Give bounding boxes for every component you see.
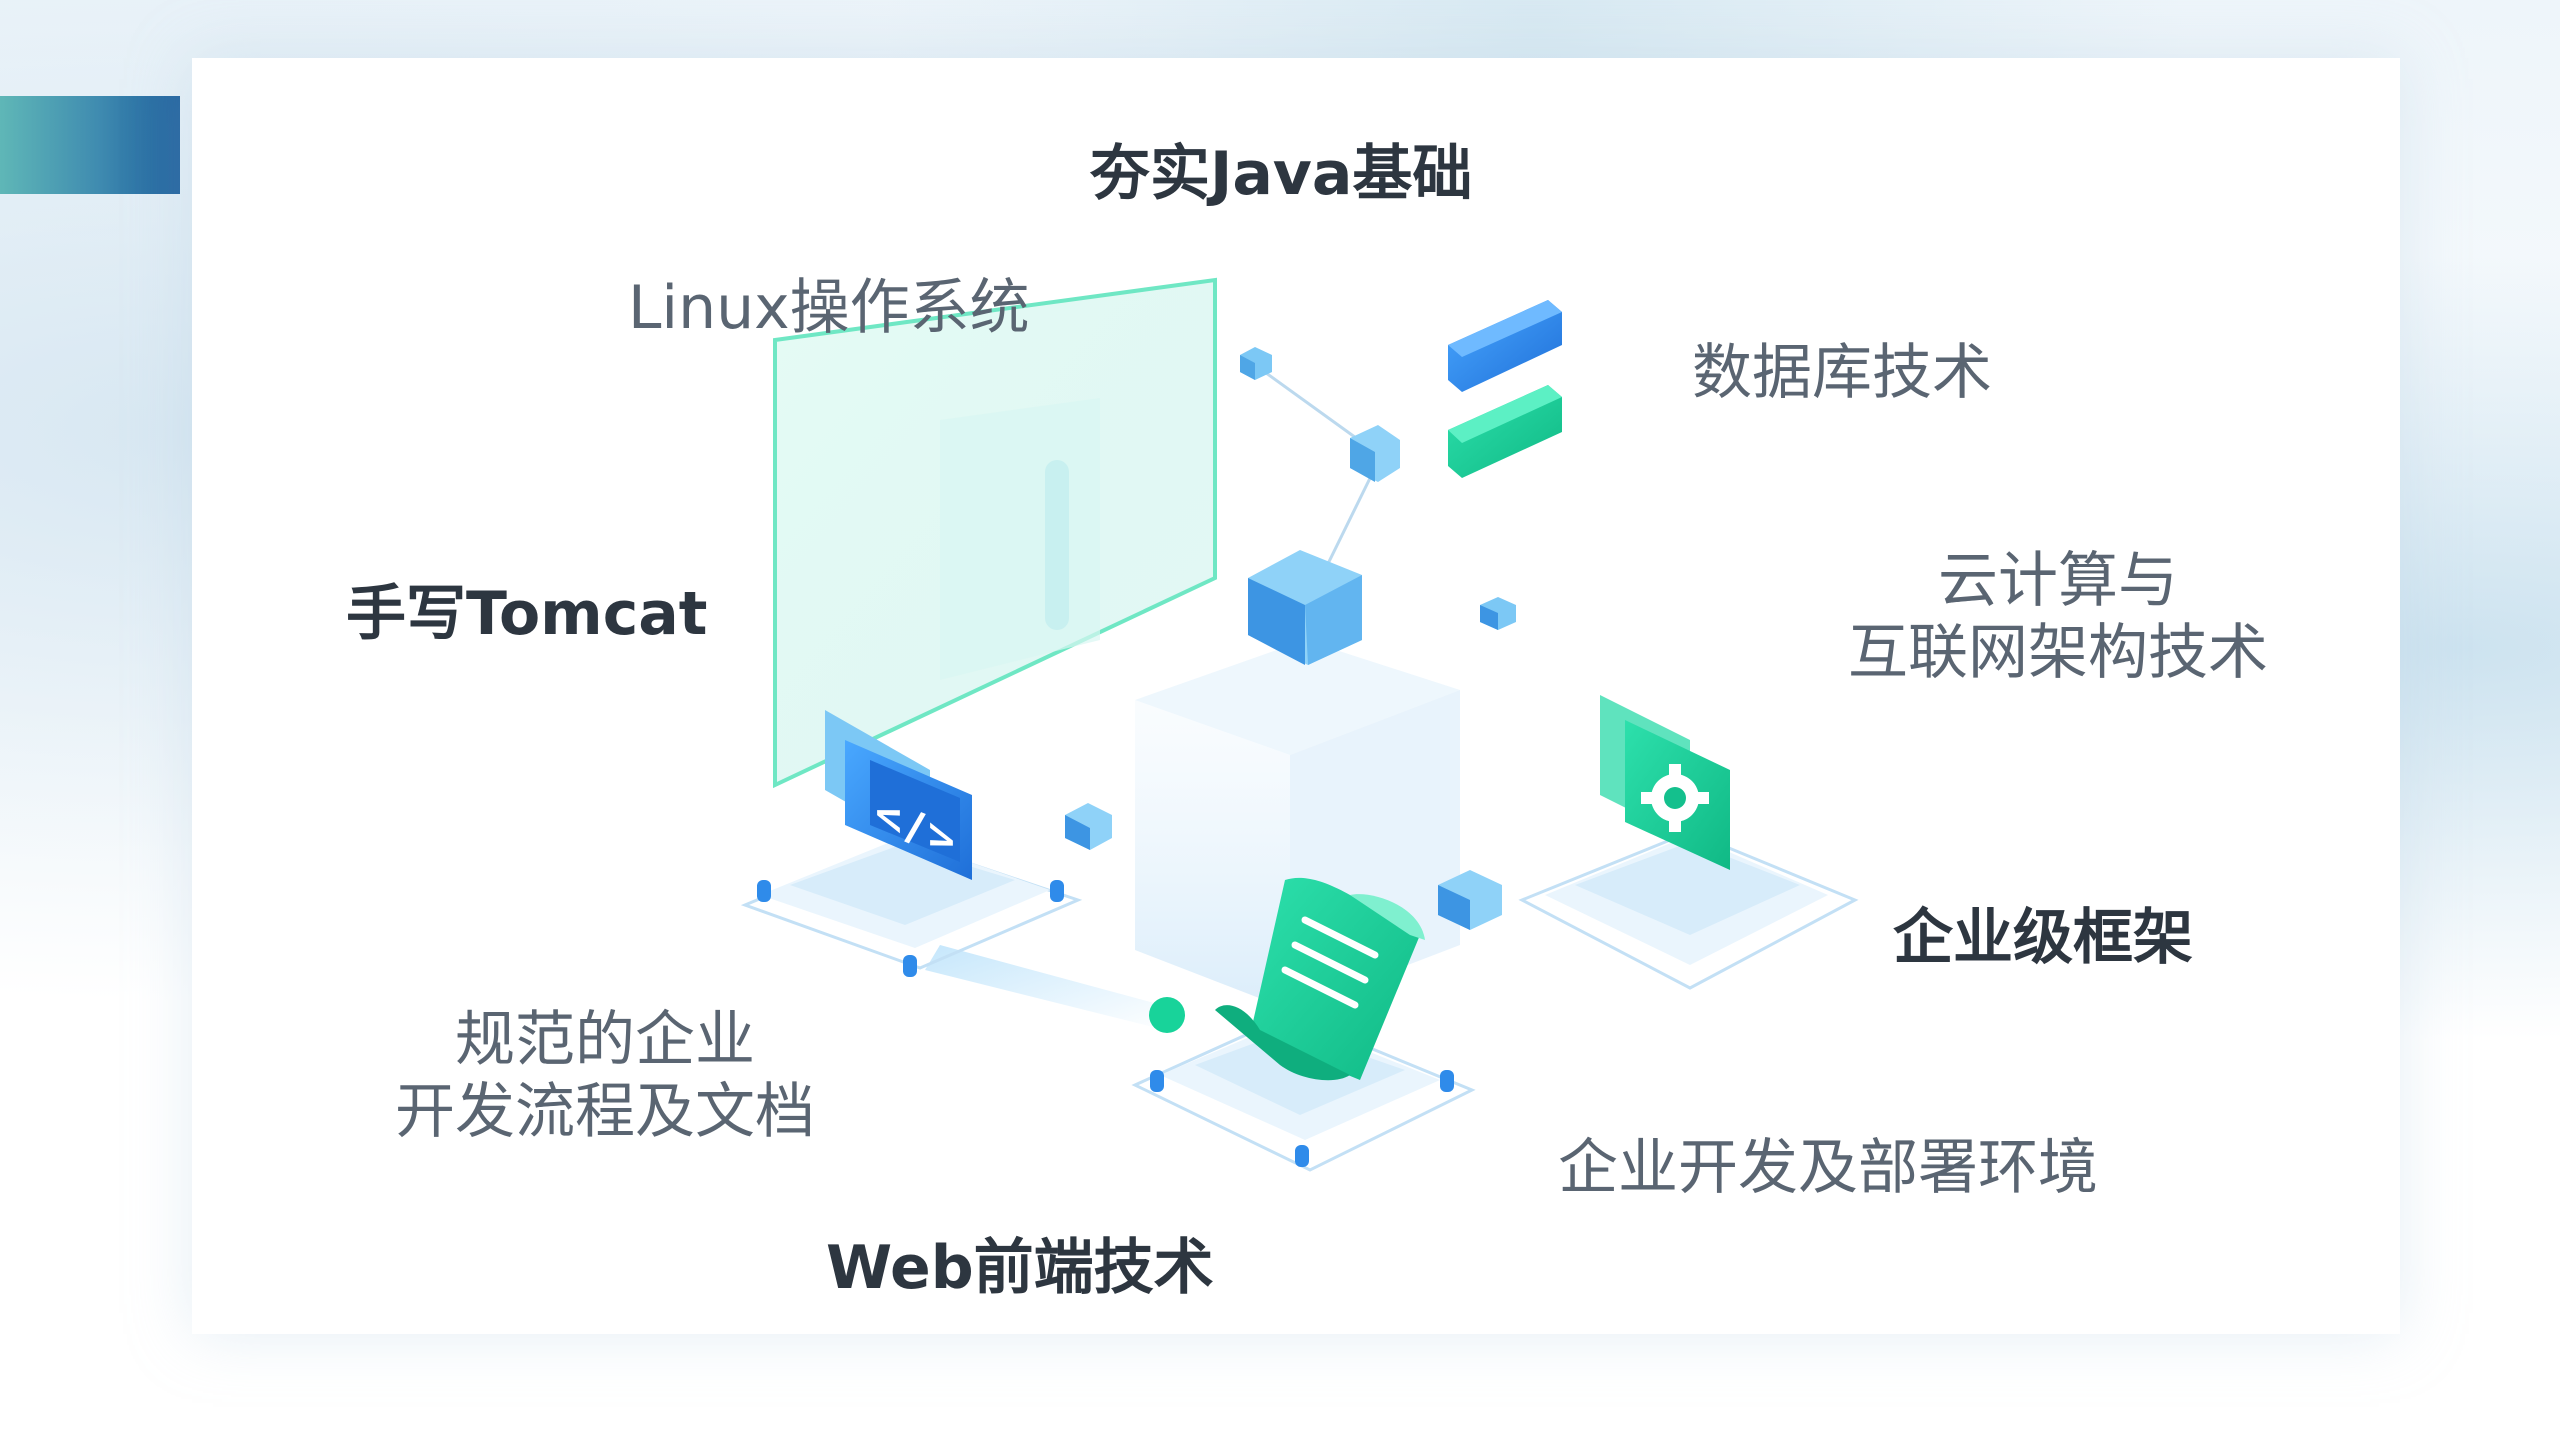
cube-icon xyxy=(1350,425,1400,482)
label-cloud-line1: 云计算与 xyxy=(1938,546,2178,616)
label-web-frontend: Web前端技术 xyxy=(826,1233,1214,1303)
settings-gear-icon xyxy=(1600,695,1730,870)
label-dev-process: 规范的企业 开发流程及文档 xyxy=(360,1004,850,1148)
database-stack-icon xyxy=(1448,300,1562,478)
label-deploy-environment: 企业开发及部署环境 xyxy=(1558,1133,2098,1203)
cube-icon xyxy=(1065,803,1112,850)
settings-platform xyxy=(1518,830,1859,990)
code-window-icon: </> xyxy=(825,710,972,880)
document-scroll-icon xyxy=(1215,877,1425,1081)
label-process-line1: 规范的企业 xyxy=(455,1005,755,1075)
green-node-dot xyxy=(1149,997,1185,1033)
cube-icon xyxy=(1240,347,1272,380)
label-database: 数据库技术 xyxy=(1692,338,1992,408)
label-process-line2: 开发流程及文档 xyxy=(395,1077,815,1147)
linux-screen-panel xyxy=(773,277,1217,789)
label-cloud-line2: 互联网架构技术 xyxy=(1848,618,2268,688)
label-tomcat: 手写Tomcat xyxy=(346,579,708,649)
label-java-foundation: 夯实Java基础 xyxy=(1090,139,1473,209)
label-linux: Linux操作系统 xyxy=(628,273,1030,343)
light-beam xyxy=(925,945,1180,1030)
label-cloud-architecture: 云计算与 互联网架构技术 xyxy=(1818,545,2298,689)
cube-icon xyxy=(1480,597,1516,630)
cube-icon xyxy=(1248,550,1362,665)
connector-lines xyxy=(1254,363,1377,581)
label-enterprise-framework: 企业级框架 xyxy=(1893,903,2193,973)
cube-icon xyxy=(1438,870,1502,930)
code-platform xyxy=(740,838,1083,977)
corner-accent-tab xyxy=(0,96,180,194)
